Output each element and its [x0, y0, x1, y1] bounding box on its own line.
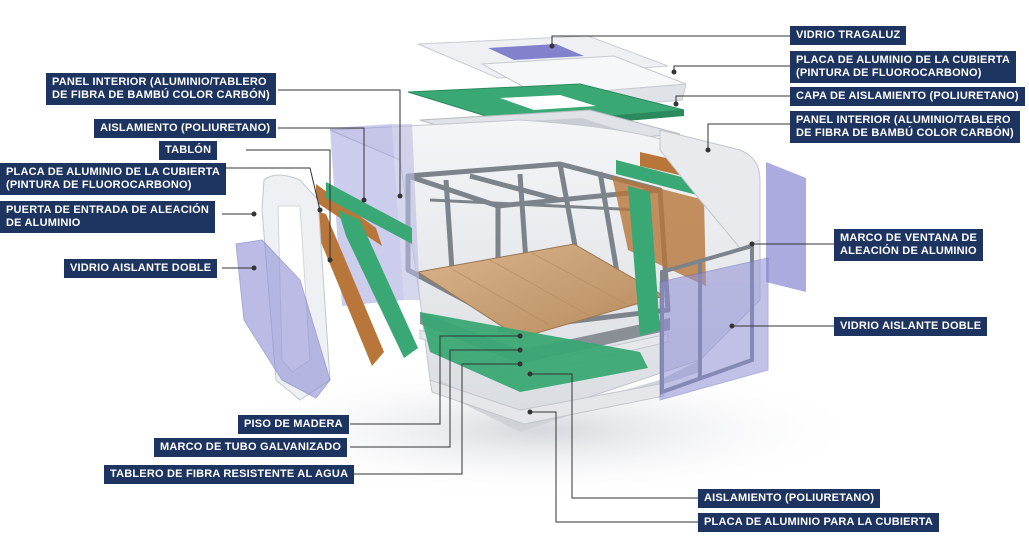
label-left-aluminium-plate: PLACA DE ALUMINIO DE LA CUBIERTA (PINTUR… [0, 163, 226, 195]
label-floor-aluminium-plate: PLACA DE ALUMINIO PARA LA CUBIERTA [698, 513, 940, 532]
label-left-double-glass: VIDRIO AISLANTE DOBLE [64, 259, 218, 278]
label-window-frame: MARCO DE VENTANA DE ALEACIÓN DE ALUMINIO [834, 229, 984, 261]
floor-insulation-layer [420, 312, 648, 392]
label-roof-inner-panel: PANEL INTERIOR (ALUMINIO/TABLERO DE FIBR… [790, 111, 1020, 143]
label-skylight-glass: VIDRIO TRAGALUZ [790, 26, 907, 45]
label-roof-insulation: CAPA DE AISLAMIENTO (POLIURETANO) [790, 87, 1025, 106]
left-double-glass [235, 239, 331, 399]
left-insulation-panel [326, 182, 418, 358]
label-roof-aluminium-plate: PLACA DE ALUMINIO DE LA CUBIERTA (PINTUR… [790, 51, 1016, 83]
label-right-double-glass: VIDRIO AISLANTE DOBLE [834, 317, 988, 336]
label-fibre-board: TABLERO DE FIBRA RESISTENTE AL AGUA [104, 465, 355, 484]
right-outer-shell [659, 129, 806, 292]
label-galvanized-frame: MARCO DE TUBO GALVANIZADO [154, 438, 348, 457]
label-left-inner-panel: PANEL INTERIOR (ALUMINIO/TABLERO DE FIBR… [46, 73, 276, 105]
label-entrance-door: PUERTA DE ENTRADA DE ALEACIÓN DE ALUMINI… [0, 201, 215, 233]
label-left-insulation: AISLAMIENTO (POLIURETANO) [94, 119, 277, 138]
label-wood-floor: PISO DE MADERA [238, 415, 349, 434]
right-double-glass [659, 257, 769, 401]
label-plank: TABLÓN [159, 141, 218, 160]
ground-shadow [210, 360, 870, 500]
leader-dots [251, 43, 755, 415]
label-floor-insulation: AISLAMIENTO (POLIURETANO) [698, 489, 881, 508]
